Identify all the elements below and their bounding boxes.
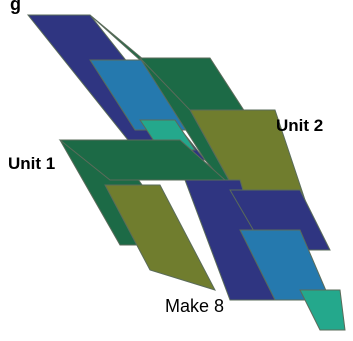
teal-triangle — [299, 289, 346, 331]
unit-2-lower-block — [184, 179, 346, 331]
unit-2-upper-block — [139, 57, 306, 201]
unit-2-label: Unit 2 — [276, 116, 324, 135]
make-count-label: Make 8 — [165, 296, 225, 316]
top-fragment-label: g — [10, 0, 21, 14]
olive-diamond — [104, 184, 216, 291]
unit-1-lower-block — [58, 139, 227, 291]
unit-1-label: Unit 1 — [8, 154, 56, 173]
